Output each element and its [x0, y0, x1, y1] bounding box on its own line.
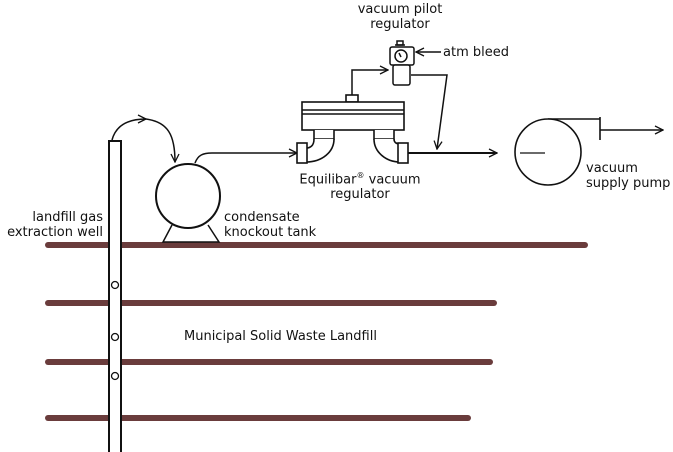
label-line: supply pump [586, 176, 671, 191]
label-line: extraction well [7, 225, 103, 240]
gas-flow-arrow [145, 118, 175, 162]
vacuum-pump-label: vacuum supply pump [586, 161, 670, 191]
equilibar-regulator [296, 94, 409, 164]
equilibar-regulator-label: Equilibar® vacuum regulator [290, 168, 430, 202]
well-label: landfill gas extraction well [0, 210, 103, 240]
label-line: condensate [224, 210, 300, 225]
pilot-output-line [411, 74, 448, 149]
sensing-line [351, 70, 388, 95]
label-line: knockout tank [224, 225, 317, 240]
extraction-well [108, 140, 122, 452]
registered-mark: ® [356, 171, 365, 180]
tank-outlet-pipe [194, 153, 297, 164]
pilot-regulator-label: vacuum pilot regulator [330, 2, 470, 32]
pilot-regulator [389, 40, 415, 86]
label-text: Equilibar [299, 172, 357, 188]
label-line: regulator [330, 187, 390, 203]
gas-flow-arrow [111, 119, 146, 141]
label-line: landfill gas [32, 210, 103, 225]
well-perforation [110, 332, 120, 342]
well-perforation [110, 371, 120, 381]
label-line: vacuum [586, 161, 638, 176]
knockout-tank-label: condensate knockout tank [224, 210, 316, 240]
well-perforation [110, 280, 120, 290]
label-line: Equilibar® vacuum [290, 168, 430, 187]
label-text: vacuum [368, 172, 421, 188]
vacuum-pump [514, 117, 601, 186]
knockout-tank [155, 163, 221, 243]
label-line: regulator [370, 17, 430, 32]
atm-bleed-label: atm bleed [443, 45, 509, 60]
label-line: vacuum pilot [357, 2, 443, 17]
landfill-label: Municipal Solid Waste Landfill [184, 329, 377, 344]
